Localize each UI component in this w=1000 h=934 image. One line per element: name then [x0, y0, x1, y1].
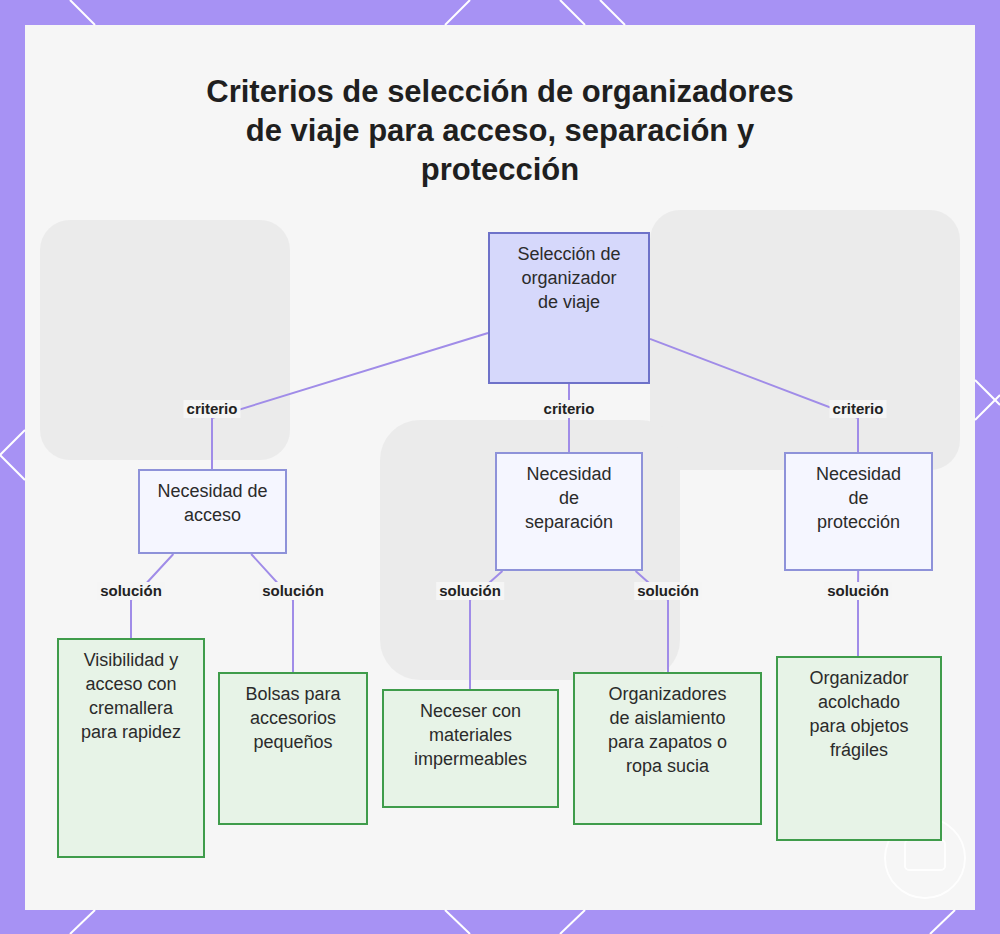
node-label: Neceser con materiales impermeables [398, 699, 543, 771]
node-label: Visibilidad y acceso con cremallera para… [79, 648, 183, 744]
edge-label: solución [97, 582, 165, 600]
solution-box: Organizadores de aislamiento para zapato… [573, 672, 762, 825]
edge-label: solución [634, 582, 702, 600]
node-label: Necesidad de protección [809, 462, 909, 534]
connector-line [212, 333, 488, 469]
edge-label: solución [824, 582, 892, 600]
edge-label: criterio [184, 400, 241, 418]
criterion-box: Necesidad de acceso [138, 469, 287, 554]
criterion-box: Necesidad de separación [495, 452, 643, 571]
node-label: Necesidad de separación [519, 462, 619, 534]
node-label: Selección de organizador de viaje [513, 242, 625, 314]
faded-photo [40, 210, 960, 680]
node-label: Organizadores de aislamiento para zapato… [604, 682, 732, 778]
edge-label: solución [259, 582, 327, 600]
solution-box: Visibilidad y acceso con cremallera para… [57, 638, 205, 858]
solution-box: Bolsas para accesorios pequeños [218, 672, 368, 825]
panel-background [25, 25, 975, 910]
solution-box: Neceser con materiales impermeables [382, 689, 559, 808]
edge-label: criterio [830, 400, 887, 418]
node-label: Organizador acolchado para objetos frági… [805, 666, 913, 762]
root-box: Selección de organizador de viaje [488, 232, 650, 384]
node-label: Bolsas para accesorios pequeños [243, 682, 343, 754]
connector-line [568, 384, 570, 452]
diagram-title: Criterios de selección de organizadores … [200, 72, 800, 189]
node-label: Necesidad de acceso [157, 479, 269, 527]
connector-line [650, 339, 858, 452]
solution-box: Organizador acolchado para objetos frági… [776, 656, 942, 841]
connector-line [251, 554, 293, 672]
edge-label: solución [436, 582, 504, 600]
criterion-box: Necesidad de protección [784, 452, 933, 571]
edge-label: criterio [541, 400, 598, 418]
